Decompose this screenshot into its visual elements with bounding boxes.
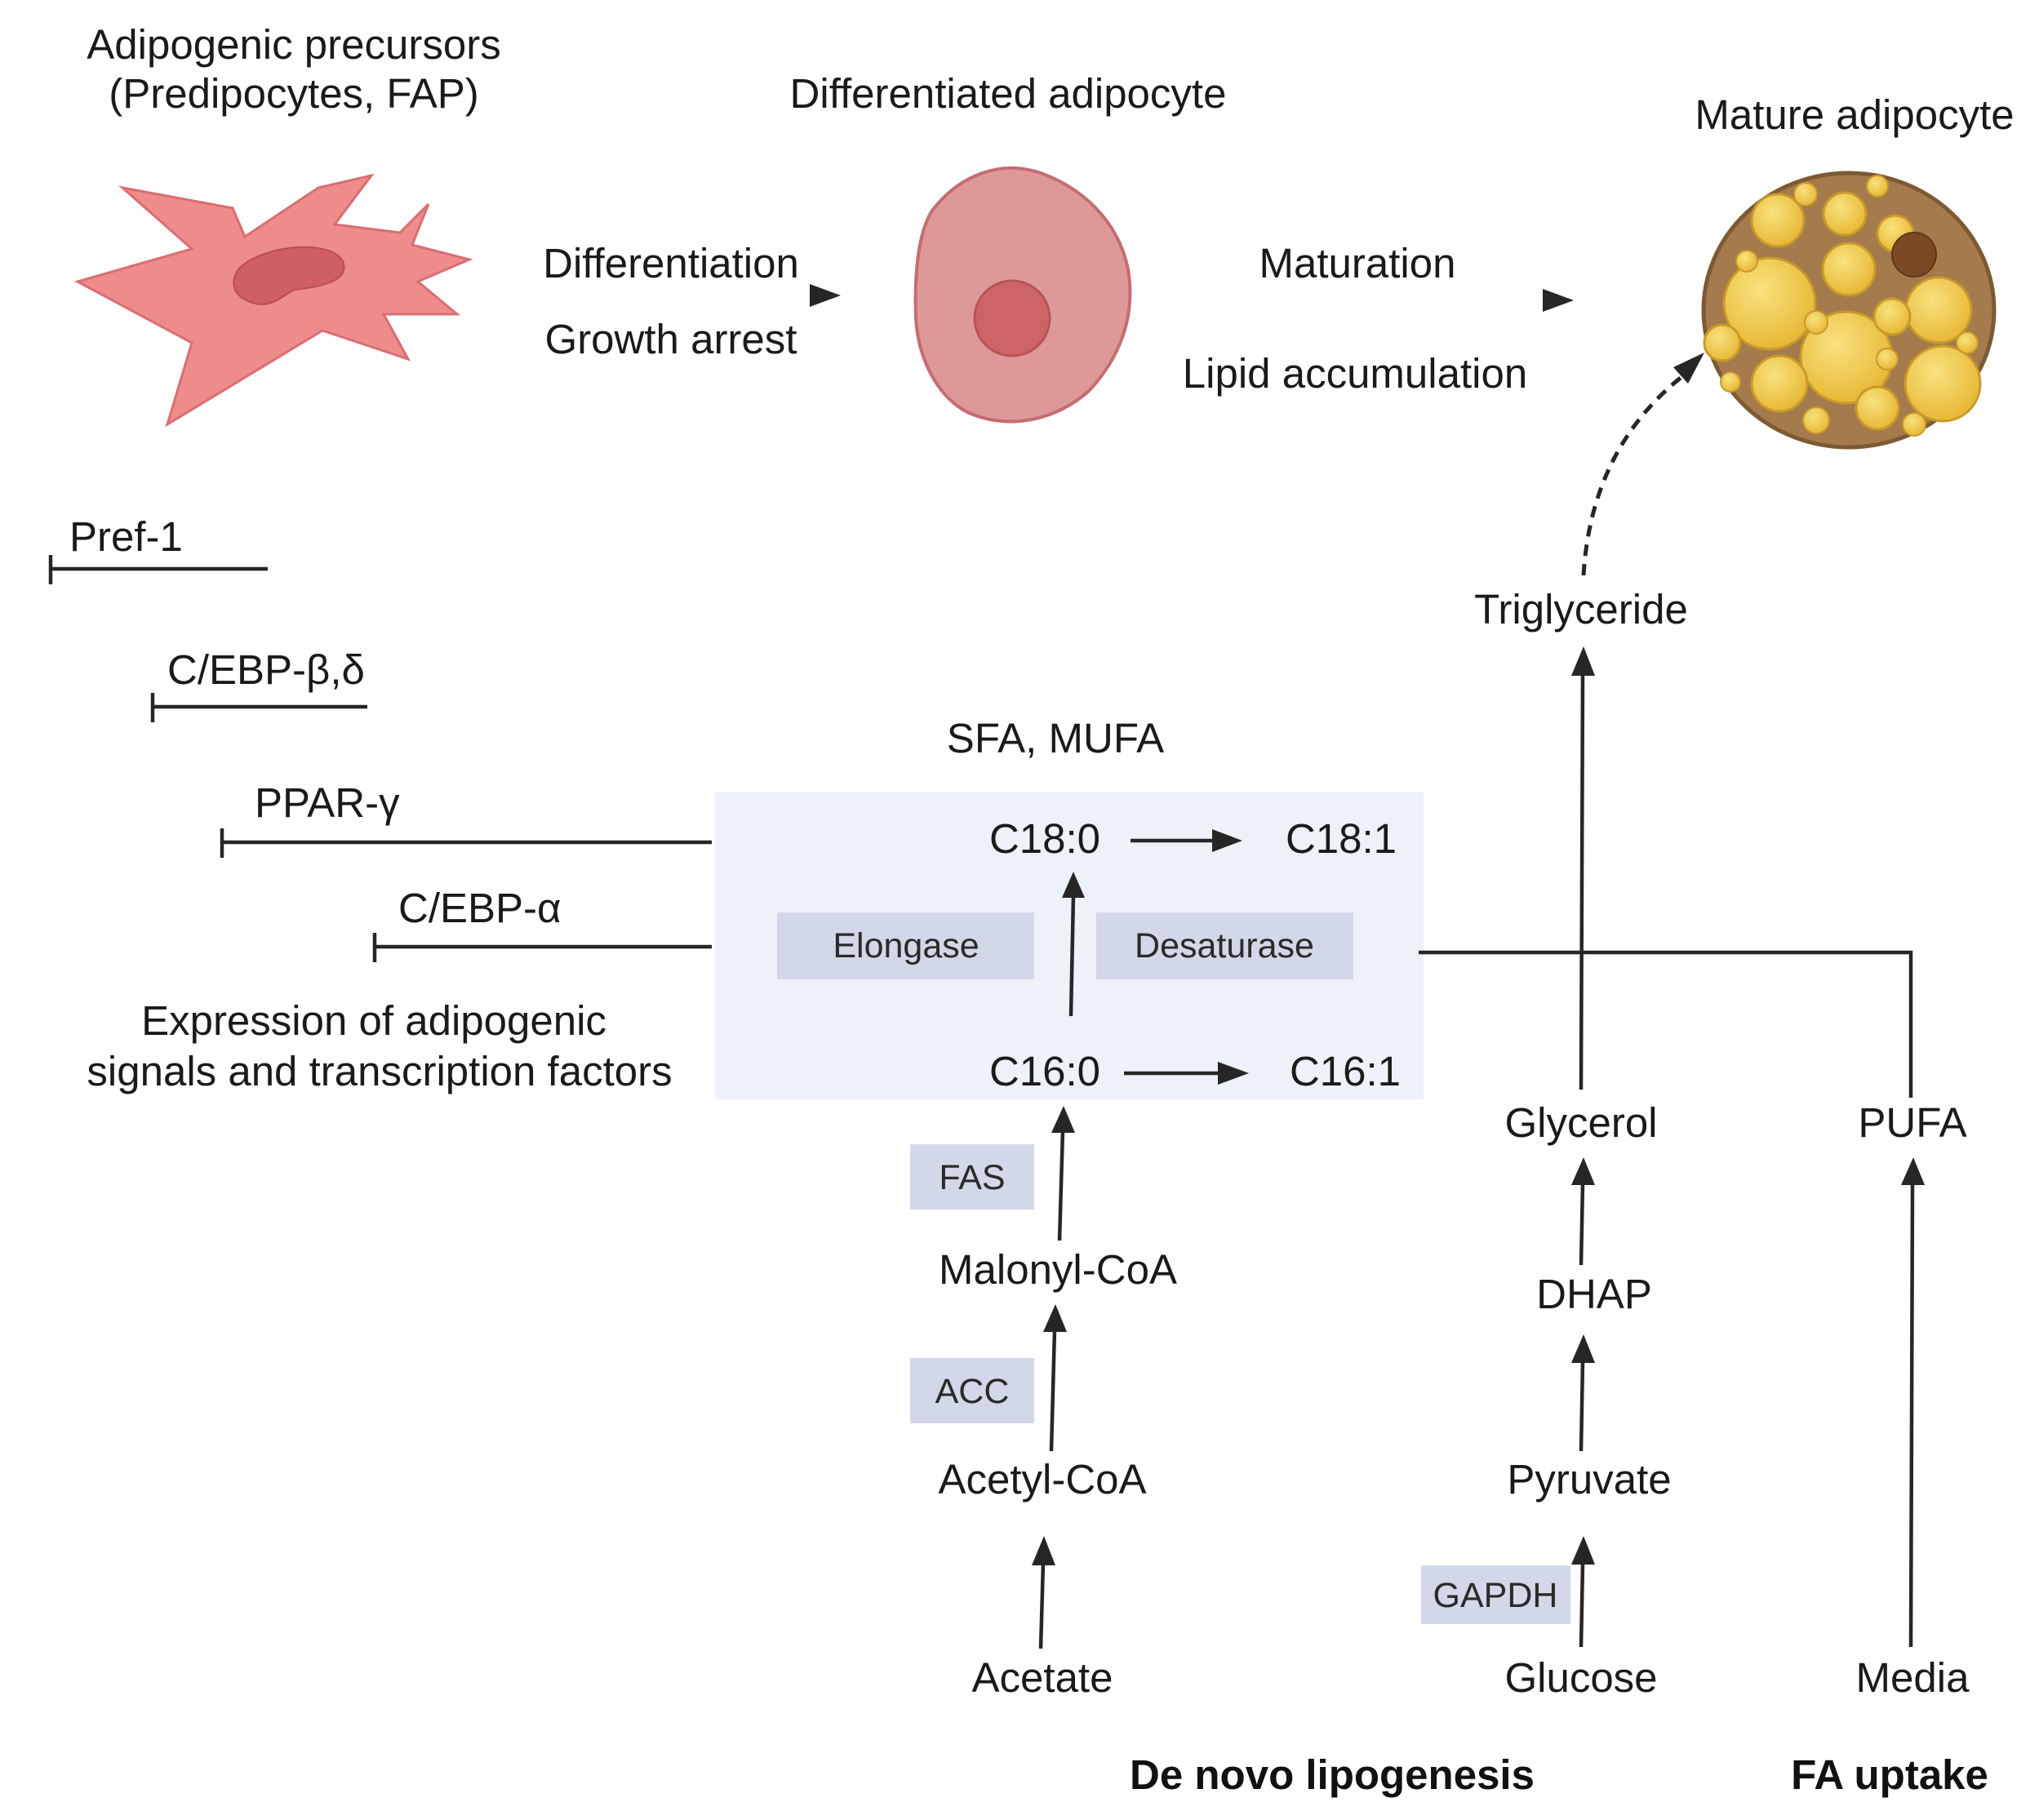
factors-caption-line1: Expression of adipogenic [141, 997, 606, 1044]
pref1-label: Pref-1 [69, 513, 183, 560]
differentiation-arrow [502, 284, 841, 307]
desaturase-label: Desaturase [1135, 926, 1314, 965]
differentiated-title: Differentiated adipocyte [790, 70, 1227, 117]
pyruvate-label: Pyruvate [1507, 1456, 1671, 1503]
acc-box [910, 1358, 1034, 1423]
differentiation-label: Differentiation [543, 240, 799, 286]
c18-0-label: C18:0 [989, 815, 1100, 862]
elongation-arrow [1062, 872, 1085, 1017]
glycerol-label: Glycerol [1504, 1099, 1657, 1146]
mature-adipocyte-icon [1701, 171, 1997, 450]
media-to-pufa-arrow [1901, 1157, 1925, 1648]
gapdh-label: GAPDH [1433, 1576, 1558, 1615]
mature-title: Mature adipocyte [1695, 91, 2014, 138]
fas-box [910, 1144, 1034, 1210]
pufa-label: PUFA [1858, 1099, 1966, 1146]
ppar-g-label: PPAR-γ [255, 779, 400, 826]
cebp-a-label: C/EBP-α [398, 885, 562, 931]
acc-label: ACC [935, 1372, 1010, 1411]
growth-arrest-label: Growth arrest [545, 316, 797, 362]
cebp-bd-label: C/EBP-β,δ [167, 646, 365, 693]
acetate-to-acetylcoa-arrow [1032, 1536, 1055, 1649]
media-label: Media [1856, 1654, 1970, 1701]
glucose-to-pyruvate-arrow [1571, 1536, 1595, 1648]
c18-1-label: C18:1 [1286, 815, 1397, 862]
dhap-to-glycerol-arrow [1571, 1157, 1595, 1266]
differentiated-cell-icon [913, 166, 1132, 424]
acetate-label: Acetate [972, 1654, 1113, 1701]
fa-uptake-caption: FA uptake [1791, 1751, 1988, 1798]
c18-desaturation-arrow [1131, 829, 1242, 852]
glycerol-to-triglyceride-arrow [1571, 646, 1595, 1090]
malonyl-to-c16-arrow [1051, 1106, 1075, 1241]
cebp-a-bar [372, 933, 712, 962]
triglyceride-to-adipocyte-arrow [1581, 353, 1704, 576]
c16-0-label: C16:0 [989, 1048, 1100, 1094]
pref1-bar [48, 555, 268, 584]
lipid-accumulation-label: Lipid accumulation [1183, 350, 1527, 397]
c16-desaturation-arrow [1124, 1062, 1249, 1085]
acetyl-coa-label: Acetyl-CoA [938, 1456, 1146, 1503]
dhap-label: DHAP [1536, 1271, 1652, 1317]
elongase-label: Elongase [833, 926, 979, 965]
elongase-box [777, 912, 1034, 979]
sfa-mufa-title: SFA, MUFA [947, 715, 1164, 761]
ppar-g-bar [220, 828, 712, 858]
pufa-connector-line [1419, 950, 1913, 1098]
malonyl-coa-label: Malonyl-CoA [939, 1246, 1177, 1293]
factors-caption-line2: signals and transcription factors [87, 1048, 672, 1094]
maturation-label: Maturation [1259, 240, 1456, 286]
gapdh-box [1421, 1565, 1570, 1624]
precursor-cell-icon [74, 173, 473, 428]
cebp-bd-bar [150, 693, 367, 722]
fas-label: FAS [939, 1158, 1005, 1197]
acetylcoa-to-malonyl-arrow [1043, 1304, 1067, 1452]
de-novo-lipogenesis-caption: De novo lipogenesis [1130, 1751, 1535, 1798]
desaturase-box [1096, 912, 1353, 979]
pyruvate-to-dhap-arrow [1571, 1334, 1595, 1452]
c16-1-label: C16:1 [1290, 1048, 1401, 1094]
maturation-arrow [1208, 289, 1574, 312]
precursor-title-line2: (Predipocytes, FAP) [109, 70, 479, 117]
glucose-label: Glucose [1504, 1654, 1657, 1701]
precursor-title-line1: Adipogenic precursors [87, 21, 500, 68]
triglyceride-label: Triglyceride [1474, 586, 1688, 633]
